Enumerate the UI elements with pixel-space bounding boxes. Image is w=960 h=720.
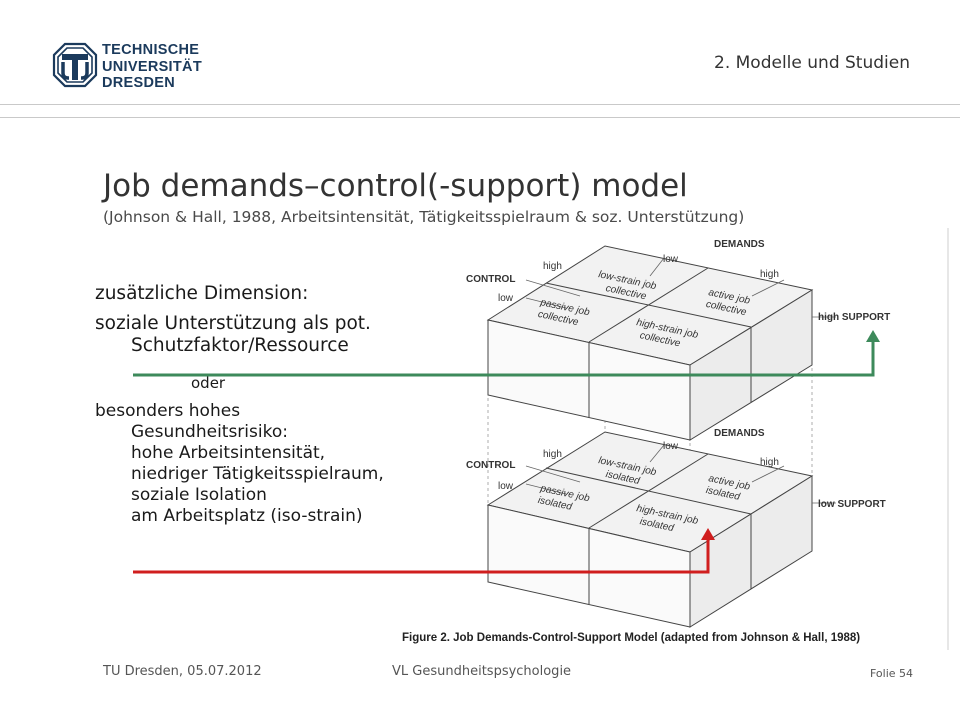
tu-dresden-logo: TECHNISCHE UNIVERSITÄT DRESDEN	[52, 40, 212, 96]
bottom-high-demands: high	[760, 457, 779, 468]
green-support-arrow	[133, 330, 880, 377]
header-rule-top	[0, 104, 960, 105]
top-high-control: high	[543, 261, 562, 272]
section-heading: 2. Modelle und Studien	[714, 53, 910, 73]
top-high-demands: high	[760, 269, 779, 280]
folio-number: 54	[899, 667, 914, 680]
risk-line-1: besonders hohes	[95, 401, 241, 421]
top-support-label: high SUPPORT	[818, 312, 890, 323]
top-demands-label: DEMANDS	[714, 239, 765, 250]
bottom-control-label: CONTROL	[466, 460, 515, 471]
body-text: zusätzliche Dimension: soziale Unterstüt…	[95, 283, 475, 527]
body-support-b: Schutzfaktor/Ressource	[131, 335, 349, 356]
risk-line-3: hohe Arbeitsintensität,	[131, 443, 326, 463]
risk-line-6: am Arbeitsplatz (iso-strain)	[131, 506, 363, 526]
red-iso-strain-arrow	[133, 528, 715, 574]
bottom-support-label: low SUPPORT	[818, 499, 886, 510]
footer-folio: Folie 54	[870, 667, 913, 680]
top-cube	[486, 245, 814, 441]
bottom-low-demands: low	[663, 441, 679, 452]
body-line-support: soziale Unterstützung als pot. Schutzfak…	[95, 313, 475, 357]
footer-date: TU Dresden, 05.07.2012	[103, 664, 262, 679]
bottom-cube-pointers	[525, 444, 836, 504]
top-cube-divider-2	[588, 267, 709, 343]
logo-line-1: TECHNISCHE	[102, 42, 200, 58]
top-low-control: low	[498, 293, 514, 304]
bottom-low-control: low	[498, 481, 514, 492]
slide-title: Job demands–control(-support) model	[103, 168, 688, 204]
header-rule-bottom	[0, 117, 960, 118]
logo-wordmark: TECHNISCHE UNIVERSITÄT DRESDEN	[102, 42, 202, 92]
bottom-demands-label: DEMANDS	[714, 428, 765, 439]
footer-course: VL Gesundheitspsychologie	[392, 664, 572, 679]
body-line-dimension: zusätzliche Dimension:	[95, 283, 309, 304]
logo-line-3: DRESDEN	[102, 75, 175, 91]
risk-line-5: soziale Isolation	[131, 485, 267, 505]
folio-label: Folie	[870, 667, 896, 680]
figure-caption: Figure 2. Job Demands-Control-Support Mo…	[402, 632, 860, 644]
risk-line-2: Gesundheitsrisiko:	[131, 422, 288, 442]
body-support-a: soziale Unterstützung als pot.	[95, 313, 371, 334]
body-oder: oder	[191, 374, 226, 392]
risk-line-4: niedriger Tätigkeitsspielraum,	[131, 464, 384, 484]
top-cube-pointers	[525, 257, 836, 318]
bottom-cube-divider-2	[588, 453, 709, 529]
bottom-cube	[486, 431, 814, 628]
slide-subtitle: (Johnson & Hall, 1988, Arbeitsintensität…	[103, 208, 745, 226]
body-risk-block: besonders hohes Gesundheitsrisiko: hohe …	[95, 401, 475, 527]
logo-line-2: UNIVERSITÄT	[102, 58, 202, 75]
top-low-demands: low	[663, 254, 679, 265]
top-control-label: CONTROL	[466, 274, 515, 285]
tu-logo-icon	[52, 42, 98, 88]
bottom-high-control: high	[543, 449, 562, 460]
